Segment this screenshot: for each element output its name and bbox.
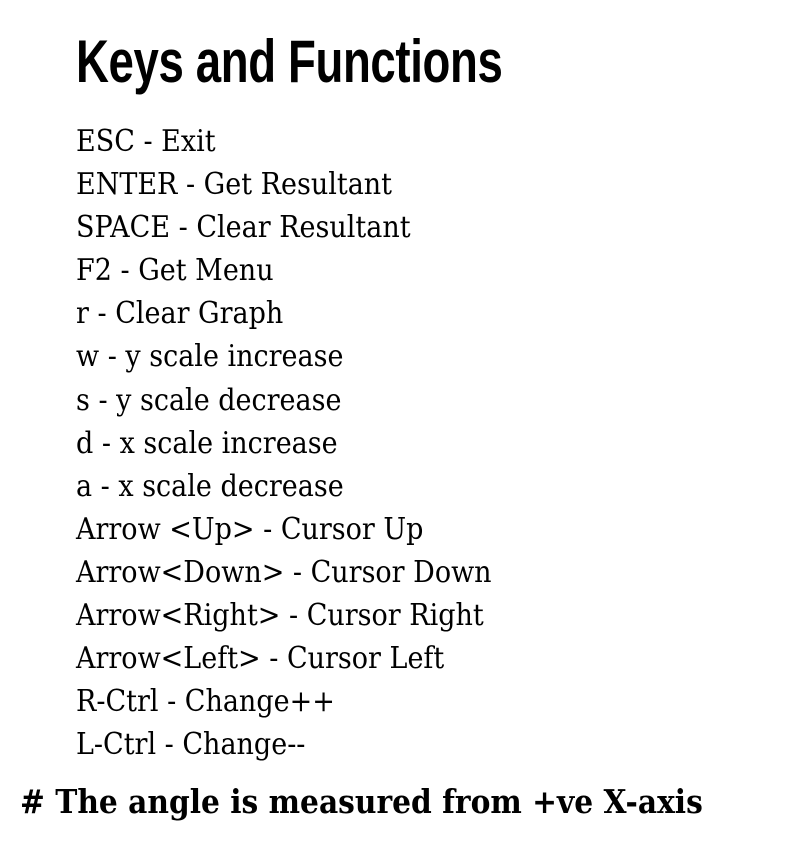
key-item-arrow-left: Arrow<Left> - Cursor Left <box>76 641 445 677</box>
key-item-space: SPACE - Clear Resultant <box>76 210 411 246</box>
key-item-w: w - y scale increase <box>76 339 344 375</box>
angle-footnote: # The angle is measured from +ve X-axis <box>20 782 703 821</box>
key-item-arrow-up: Arrow <Up> - Cursor Up <box>76 511 424 547</box>
page-title: Keys and Functions <box>76 28 503 95</box>
key-item-s: s - y scale decrease <box>76 382 342 418</box>
key-item-enter: ENTER - Get Resultant <box>76 167 393 203</box>
key-item-arrow-down: Arrow<Down> - Cursor Down <box>76 554 492 590</box>
key-item-arrow-right: Arrow<Right> - Cursor Right <box>76 598 484 634</box>
key-item-r-ctrl: R-Ctrl - Change++ <box>76 684 335 720</box>
key-item-l-ctrl: L-Ctrl - Change-- <box>76 727 306 763</box>
key-item-d: d - x scale increase <box>76 425 338 461</box>
key-item-esc: ESC - Exit <box>76 124 216 159</box>
key-item-a: a - x scale decrease <box>76 468 344 504</box>
key-function-list: ESC - Exit ENTER - Get Resultant SPACE -… <box>76 120 538 766</box>
key-item-f2: F2 - Get Menu <box>76 253 274 289</box>
key-item-r: r - Clear Graph <box>76 296 284 332</box>
